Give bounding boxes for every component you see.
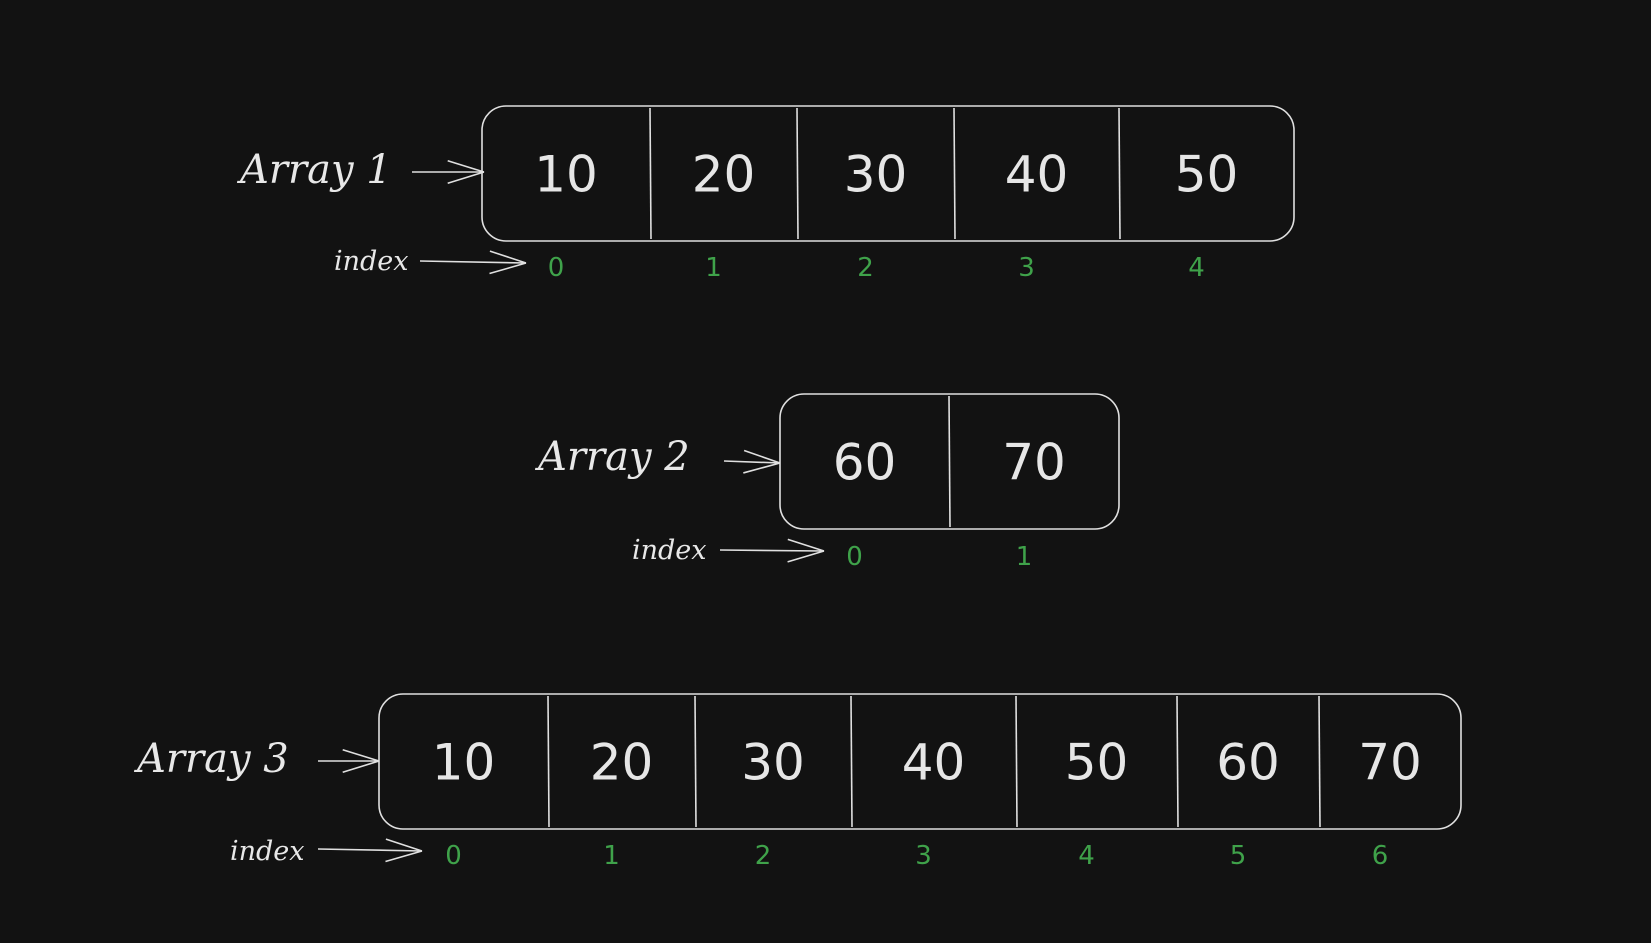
array-2-index-arrow-shaft	[719, 549, 825, 552]
array-2-value: 70	[1002, 434, 1066, 492]
array-3-index: 4	[1078, 841, 1095, 871]
array-1-index: 3	[1018, 253, 1035, 283]
array-2-value: 60	[833, 434, 897, 492]
array-1-divider	[1118, 107, 1121, 240]
array-1-index-arrow-head-a	[489, 250, 527, 264]
array-3-index-label: index	[230, 836, 305, 867]
array-3-index-arrow	[317, 838, 423, 863]
array-1-value: 20	[692, 146, 756, 204]
array-3-value: 10	[432, 734, 496, 792]
array-1: Array 1 10 0 20 1 30 2 40 3 50 4 index	[236, 105, 1295, 283]
array-3-divider	[694, 695, 697, 828]
array-3-index: 0	[445, 841, 462, 871]
array-2-pointer-arrow-head-b	[743, 462, 781, 474]
array-3-index: 5	[1230, 841, 1247, 871]
array-1-index: 1	[705, 253, 722, 283]
array-2-label: Array 2	[534, 434, 690, 480]
array-1-value: 10	[534, 146, 598, 204]
array-2-index-arrow-head-a	[787, 538, 825, 552]
array-1-index-arrow	[419, 250, 527, 275]
array-3-value: 20	[590, 734, 654, 792]
array-2-index: 1	[1016, 542, 1033, 572]
array-3-index: 2	[755, 841, 772, 871]
array-1-index: 4	[1188, 253, 1205, 283]
array-1-value: 30	[844, 146, 908, 204]
array-1-pointer-arrow-head-b	[447, 171, 485, 184]
array-2-pointer-arrow	[723, 449, 781, 474]
array-2: Array 2 60 0 70 1 index	[534, 393, 1120, 572]
array-1-pointer-arrow-head-a	[447, 160, 485, 173]
array-3-index: 1	[603, 841, 620, 871]
array-3: Array 3 10 0 20 1 30 2 40 3 50 4 60 5 70 6 index	[133, 693, 1462, 871]
array-3-divider	[850, 695, 853, 828]
array-2-pointer-arrow-head-a	[743, 449, 781, 464]
array-1-value: 50	[1175, 146, 1239, 204]
array-1-value: 40	[1005, 146, 1069, 204]
array-1-divider	[796, 107, 799, 240]
array-3-divider	[1015, 695, 1018, 828]
array-3-value: 70	[1358, 734, 1422, 792]
array-3-label: Array 3	[133, 736, 289, 782]
array-1-index-arrow-shaft	[419, 260, 527, 264]
array-1-divider	[649, 107, 652, 240]
array-3-index-arrow-shaft	[317, 848, 423, 852]
array-1-index: 0	[548, 253, 565, 283]
array-3-pointer-arrow	[318, 749, 380, 773]
array-1-label: Array 1	[236, 147, 392, 193]
array-3-value: 60	[1216, 734, 1280, 792]
array-2-box	[779, 393, 1120, 530]
array-1-index: 2	[857, 253, 874, 283]
array-2-index-arrow-head-b	[787, 550, 825, 563]
array-2-index: 0	[846, 542, 863, 572]
array-3-index: 3	[915, 841, 932, 871]
array-3-box	[378, 693, 1462, 830]
array-3-index: 6	[1372, 841, 1389, 871]
array-3-divider	[547, 695, 550, 828]
array-3-index-arrow-head-b	[385, 850, 423, 863]
array-3-index-arrow-head-a	[385, 838, 423, 852]
array-1-pointer-arrow	[412, 160, 485, 184]
array-3-divider	[1318, 695, 1321, 828]
array-1-divider	[953, 107, 956, 240]
array-1-box	[481, 105, 1295, 242]
array-3-value: 50	[1065, 734, 1129, 792]
array-3-value: 40	[902, 734, 966, 792]
array-2-divider	[948, 395, 951, 528]
array-3-pointer-arrow-head-a	[342, 749, 380, 762]
array-3-value: 30	[741, 734, 805, 792]
array-3-pointer-arrow-head-b	[342, 760, 380, 773]
array-2-index-label: index	[632, 535, 707, 566]
array-1-index-arrow-head-b	[489, 262, 527, 275]
array-1-index-label: index	[334, 246, 409, 277]
array-2-index-arrow	[719, 538, 825, 563]
array-2-pointer-arrow-shaft	[723, 460, 781, 464]
array-3-divider	[1176, 695, 1179, 828]
